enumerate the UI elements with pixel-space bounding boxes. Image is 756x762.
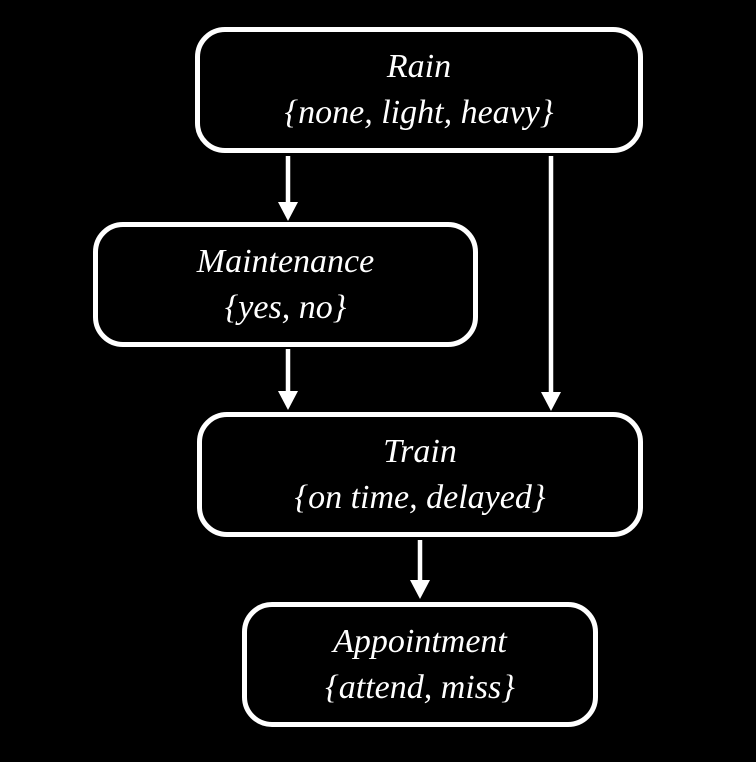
node-rain-domain: {none, light, heavy} — [284, 94, 554, 131]
node-train-title: Train — [383, 432, 457, 470]
edge-maintenance-to-train — [278, 349, 298, 410]
node-appointment: Appointment {attend, miss} — [242, 602, 598, 727]
node-rain: Rain {none, light, heavy} — [195, 27, 643, 153]
edge-rain-to-maintenance — [278, 156, 298, 221]
node-maintenance: Maintenance {yes, no} — [93, 222, 478, 347]
node-appointment-title: Appointment — [333, 622, 507, 660]
arrow-head — [278, 202, 298, 221]
node-appointment-domain: {attend, miss} — [325, 668, 515, 706]
node-maintenance-title: Maintenance — [196, 242, 375, 280]
node-rain-title: Rain — [386, 48, 452, 85]
node-maintenance-domain: {yes, no} — [224, 288, 347, 326]
node-train-domain: {on time, delayed} — [294, 478, 546, 516]
node-train: Train {on time, delayed} — [197, 412, 643, 537]
edge-rain-to-train — [541, 156, 561, 411]
arrow-head — [278, 391, 298, 410]
arrow-head — [410, 580, 430, 599]
edge-train-to-appointment — [410, 540, 430, 599]
arrow-head — [541, 392, 561, 411]
